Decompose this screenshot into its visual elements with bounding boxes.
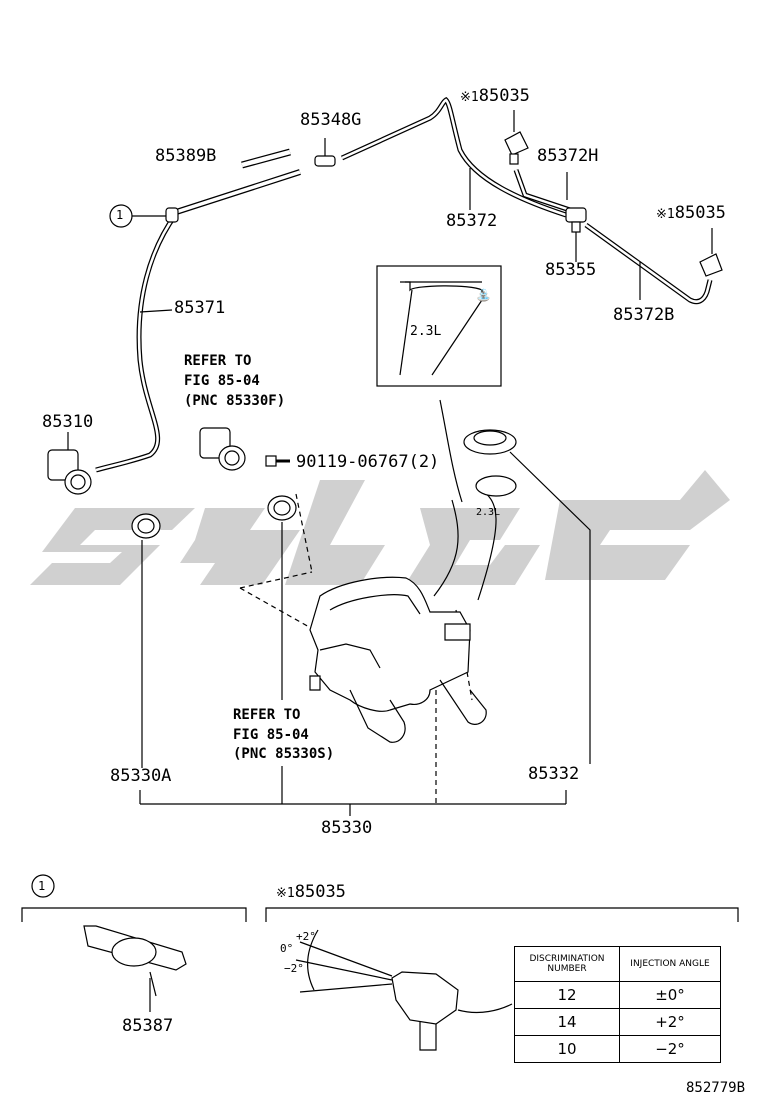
refer-s-line3: (PNC 85330S) [233, 746, 335, 762]
label-85035-right: ※185035 [656, 203, 726, 223]
pump-85330f [199, 427, 246, 471]
table-row: 14 +2° [514, 1008, 721, 1036]
clip-85387-detail [83, 925, 187, 1012]
injection-angle-table: DISCRIMINATION NUMBER INJECTION ANGLE 12… [514, 946, 721, 1063]
label-85372: 85372 [446, 211, 498, 231]
label-85371: 85371 [174, 298, 226, 318]
grommet-85330a [131, 513, 161, 768]
hose-85371 [95, 212, 179, 473]
tank-mark: 2.3L [476, 507, 501, 518]
label-85035-top: ※185035 [460, 86, 530, 106]
header-injection-angle: INJECTION ANGLE [619, 946, 721, 982]
pump-85310 [47, 432, 92, 495]
label-85330: 85330 [321, 818, 373, 838]
joint-85348g [314, 155, 336, 167]
label-85332: 85332 [528, 764, 580, 784]
detail-right-title: ※185035 [276, 882, 346, 902]
inset-cap-symbol: ⛲ [476, 288, 491, 302]
row-number: 10 [514, 1035, 620, 1063]
refer-s-line1: REFER TO [233, 707, 301, 723]
hose-85372b [584, 222, 713, 305]
table-header-row: DISCRIMINATION NUMBER INJECTION ANGLE [514, 946, 721, 982]
inset-tank-label: 2.3L [410, 324, 442, 339]
callout-1: 1 [116, 208, 124, 222]
cap-85332 [463, 429, 591, 764]
t-joint-85355 [565, 207, 587, 262]
row-angle: +2° [619, 1008, 721, 1036]
label-85372h: 85372H [537, 146, 599, 166]
refer-f-line3: (PNC 85330F) [184, 393, 286, 409]
refer-s-line2: FIG 85-04 [233, 727, 309, 743]
label-90119: 90119-06767(2) [296, 452, 440, 472]
row-angle: −2° [619, 1035, 721, 1063]
detail-frame-right [265, 907, 739, 922]
angle-plus: +2° [296, 930, 316, 943]
nozzle-85035-top [504, 110, 529, 165]
bolt-90119 [265, 455, 290, 467]
detail-left-callout: 1 [38, 879, 46, 893]
nozzle-detail [295, 929, 513, 1051]
clip-85387 [165, 207, 179, 223]
table-row: 10 −2° [514, 1035, 721, 1063]
label-85389b: 85389B [155, 146, 217, 166]
table-row: 12 ±0° [514, 981, 721, 1009]
label-85387: 85387 [122, 1016, 174, 1036]
angle-minus: −2° [284, 962, 304, 975]
label-85348g: 85348G [300, 110, 362, 130]
row-number: 14 [514, 1008, 620, 1036]
refer-f-line1: REFER TO [184, 353, 252, 369]
angle-zero: 0° [280, 942, 294, 955]
figure-code: 852779B [686, 1080, 746, 1096]
label-85372b: 85372B [613, 305, 675, 325]
refer-f-line2: FIG 85-04 [184, 373, 260, 389]
row-number: 12 [514, 981, 620, 1009]
grommet-85330s [267, 495, 297, 700]
label-85310: 85310 [42, 412, 94, 432]
nozzle-85035-right [699, 228, 723, 277]
washer-tank-85330 [309, 475, 517, 743]
detail-frame-left [21, 907, 247, 922]
label-85330a: 85330A [110, 766, 172, 786]
label-85355: 85355 [545, 260, 597, 280]
header-discrimination: DISCRIMINATION NUMBER [514, 946, 620, 982]
row-angle: ±0° [619, 981, 721, 1009]
